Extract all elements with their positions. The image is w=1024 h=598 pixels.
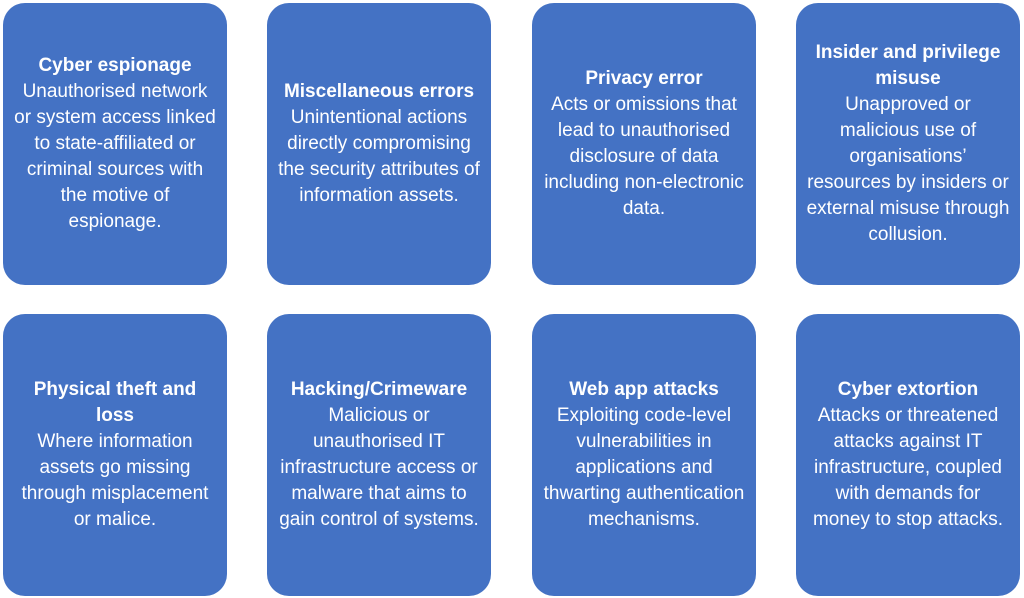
card-title: Web app attacks xyxy=(569,379,719,400)
card-description: Exploiting code-level vulnerabilities in… xyxy=(543,405,745,530)
card-title: Miscellaneous errors xyxy=(283,81,475,102)
card-title: Insider and privilege misuse xyxy=(815,42,1001,89)
card-title: Physical theft and loss xyxy=(33,379,197,426)
card-cyber-extortion: Cyber extortion Attacks or threatened at… xyxy=(796,314,1020,596)
card-description: Acts or omissions that lead to unauthori… xyxy=(544,94,744,219)
card-title: Cyber extortion xyxy=(837,379,979,400)
card-description: Unauthorised network or system access li… xyxy=(14,81,216,232)
card-hacking-crimeware: Hacking/Crimeware Malicious or unauthori… xyxy=(267,314,491,596)
card-description: Unapproved or malicious use of organisat… xyxy=(806,94,1010,245)
card-description: Where information assets go missing thro… xyxy=(21,431,209,530)
card-miscellaneous-errors: Miscellaneous errors Unintentional actio… xyxy=(267,3,491,285)
card-description: Malicious or unauthorised IT infrastruct… xyxy=(279,405,479,530)
card-cyber-espionage: Cyber espionage Unauthorised network or … xyxy=(3,3,227,285)
card-web-app-attacks: Web app attacks Exploiting code-level vu… xyxy=(532,314,756,596)
card-title: Hacking/Crimeware xyxy=(290,379,468,400)
card-privacy-error: Privacy error Acts or omissions that lea… xyxy=(532,3,756,285)
card-insider-privilege-misuse: Insider and privilege misuse Unapproved … xyxy=(796,3,1020,285)
card-physical-theft-loss: Physical theft and loss Where informatio… xyxy=(3,314,227,596)
card-description: Unintentional actions directly compromis… xyxy=(278,107,480,206)
card-title: Privacy error xyxy=(585,68,703,89)
card-description: Attacks or threatened attacks against IT… xyxy=(812,405,1004,530)
card-title: Cyber espionage xyxy=(38,55,192,76)
